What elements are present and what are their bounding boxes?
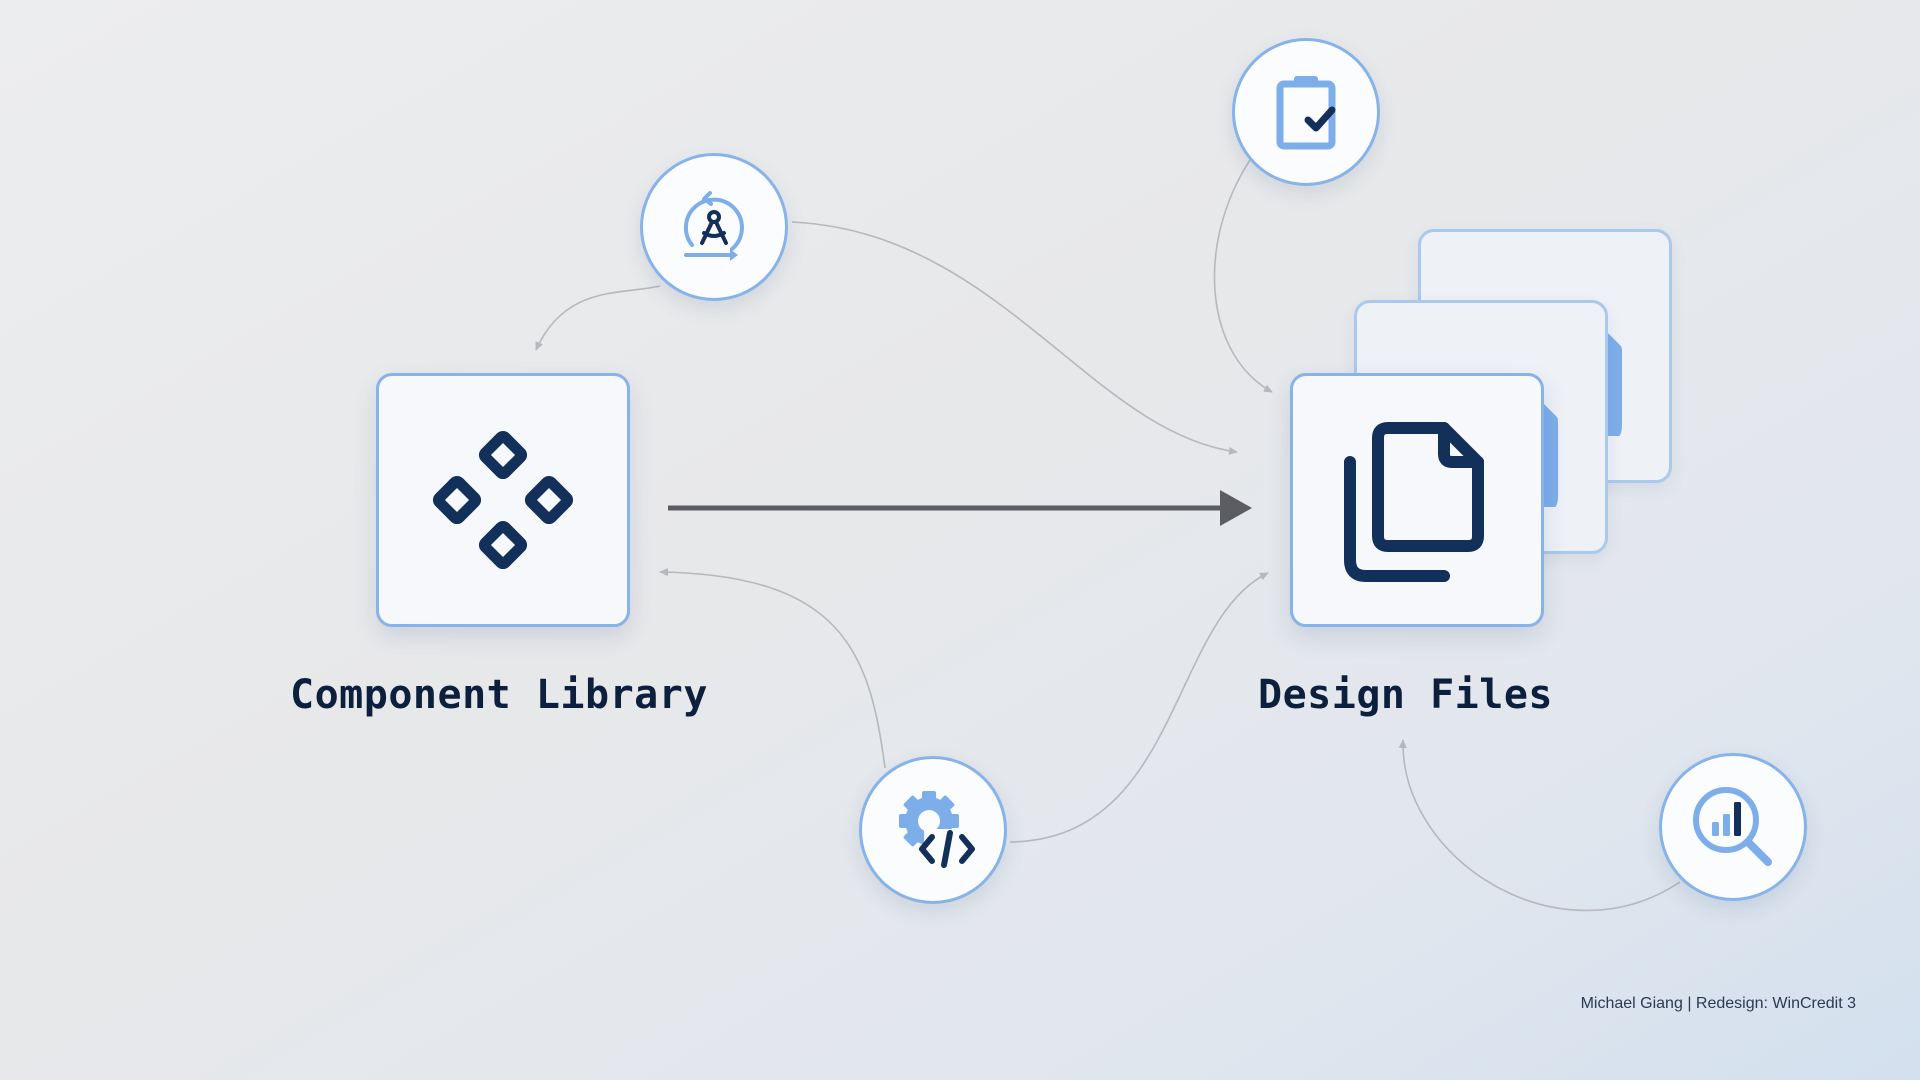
footer-project: Redesign: WinCredit 3 [1695,995,1856,1012]
connector-dev-to-library [659,568,886,769]
component-library-card[interactable] [376,373,630,627]
magnifier-chart-icon [1693,787,1772,866]
approval-bubble[interactable] [1232,38,1380,186]
clipboard-check-icon [1276,76,1336,150]
gear-code-icon [899,791,976,869]
design-process-bubble[interactable] [640,153,788,301]
footer-separator: | [1687,995,1692,1012]
connector-analytics-to-files [1398,739,1681,912]
analytics-bubble[interactable] [1659,753,1807,901]
component-library-label: Component Library [290,672,708,718]
component-diamond-icon [432,430,574,570]
footer-credit: Michael Giang | Redesign: WinCredit 3 [1581,995,1856,1013]
connector-process-to-library [535,285,661,351]
connector-dev-to-files [1009,572,1269,843]
connector-approval-to-files [1213,159,1273,393]
connector-process-to-files [791,221,1238,455]
development-bubble[interactable] [859,756,1007,904]
compass-cycle-icon [683,191,744,261]
footer-author: Michael Giang [1580,995,1683,1012]
main-flow-arrow [668,490,1252,526]
design-files-label: Design Files [1258,672,1553,718]
copy-files-icon [1344,422,1484,582]
design-files-card[interactable] [1290,373,1544,627]
